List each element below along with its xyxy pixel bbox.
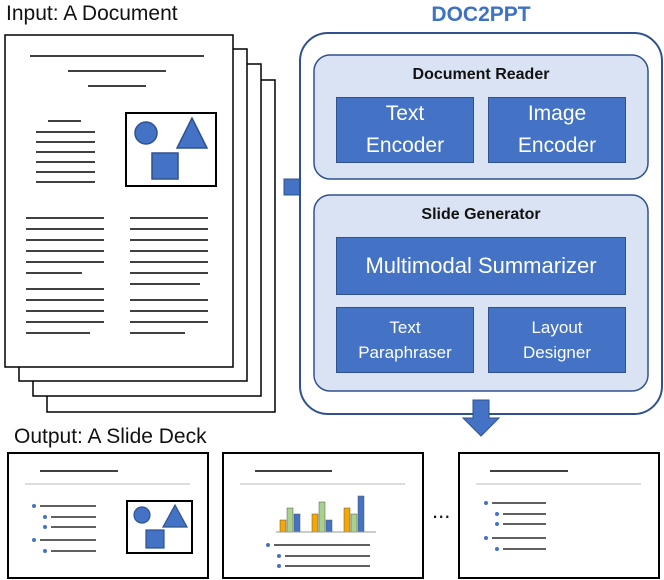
text-paraphraser-box: Text Paraphraser — [336, 307, 474, 373]
document-reader-title: Document Reader — [412, 66, 550, 83]
triangle-shape-icon — [175, 116, 209, 149]
input-document-stack — [4, 34, 276, 413]
bar-chart — [276, 495, 376, 533]
bullet-points-icon — [484, 501, 499, 551]
text-paraphraser-label: Text Paraphraser — [358, 318, 452, 362]
image-encoder-label: Image Encoder — [517, 102, 597, 157]
chart-bar — [293, 513, 301, 533]
text-encoder-label: Text Encoder — [365, 102, 445, 157]
layout-designer-label: Layout Designer — [522, 318, 592, 362]
chart-bar — [279, 519, 287, 533]
bullet-points-icon — [266, 543, 281, 568]
slide-generator-title: Slide Generator — [421, 206, 541, 223]
circle-shape-icon — [133, 506, 151, 524]
bullet-points-icon — [32, 504, 47, 553]
circle-shape-icon — [134, 121, 158, 145]
document-text-lines — [26, 55, 208, 334]
chart-bar — [343, 507, 351, 533]
layout-designer-box: Layout Designer — [488, 307, 626, 373]
square-shape-icon — [151, 152, 179, 180]
diagram-title: DOC2PPT — [431, 3, 531, 26]
triangle-shape-icon — [161, 503, 189, 528]
chart-bar — [311, 513, 319, 533]
output-label: Output: A Slide Deck — [14, 425, 207, 448]
image-encoder-box: Image Encoder — [488, 97, 626, 163]
slide-last — [458, 452, 660, 579]
text-encoder-box: Text Encoder — [336, 97, 474, 163]
output-arrow-icon — [461, 399, 501, 437]
chart-bar — [350, 513, 358, 533]
multimodal-summarizer-label: Multimodal Summarizer — [365, 253, 597, 278]
square-shape-icon — [145, 529, 165, 549]
multimodal-summarizer-box: Multimodal Summarizer — [336, 237, 626, 295]
chart-bar — [286, 507, 294, 533]
slide-1 — [7, 452, 209, 579]
document-figure — [125, 112, 217, 187]
chart-bar — [357, 495, 365, 533]
chart-bar — [318, 501, 326, 533]
document-page-front — [4, 34, 234, 368]
more-slides-ellipsis: ... — [432, 498, 451, 523]
slide-2 — [222, 452, 424, 579]
chart-bar — [325, 519, 333, 533]
input-label: Input: A Document — [6, 2, 178, 25]
